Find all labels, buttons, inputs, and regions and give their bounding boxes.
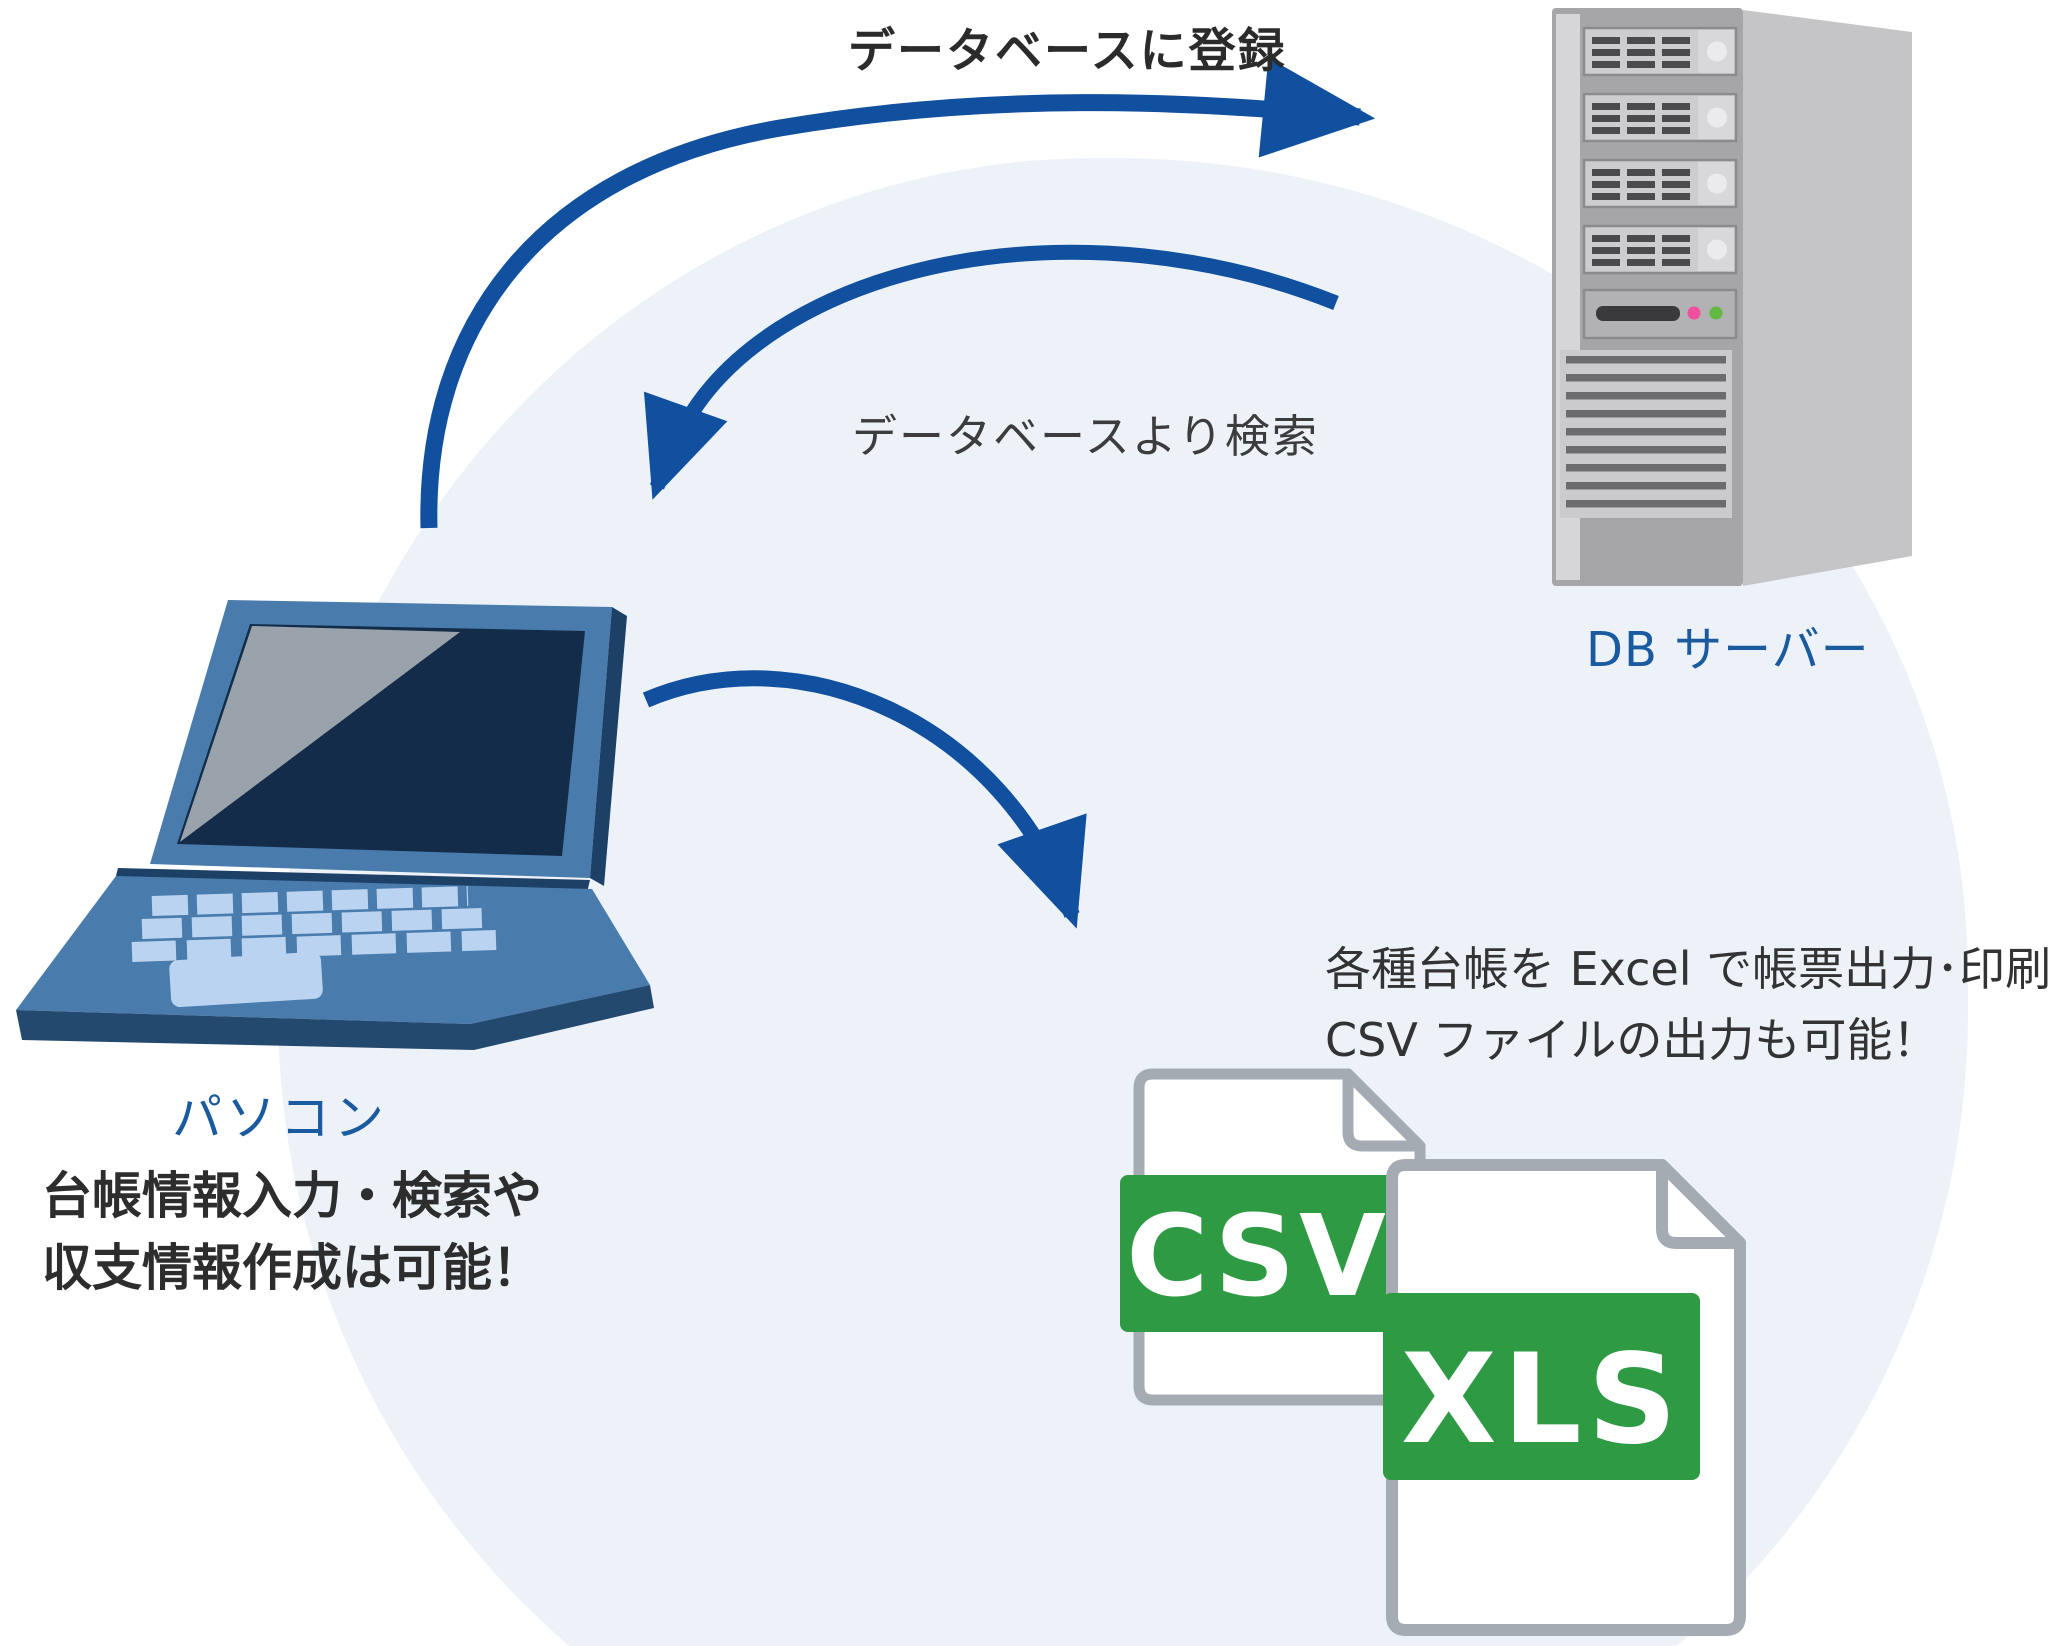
export-capability-note: 各種台帳を Excel で帳票出力･印刷 CSV ファイルの出力も可能！	[1325, 934, 2051, 1076]
server-led-pink	[1687, 306, 1701, 320]
server-side-face	[1743, 10, 1912, 586]
pc-label: パソコン	[172, 1089, 388, 1147]
csv-file-icon: CSV	[1120, 1068, 1426, 1406]
server-control-panel	[1582, 288, 1738, 340]
laptop-trackpad	[169, 951, 323, 1008]
register-arrow	[420, 57, 1376, 529]
pc-capability-note: 台帳情報入力・検索や 収支情報作成は可能！	[42, 1160, 542, 1304]
laptop-screen-reflection	[180, 626, 460, 842]
db-server-label: DB サーバー	[1586, 622, 1870, 678]
laptop-icon	[16, 600, 654, 1050]
csv-badge: CSV	[1126, 1192, 1390, 1322]
pc-capability-line2: 収支情報作成は可能！	[42, 1239, 542, 1297]
export-capability-line2: CSV ファイルの出力も可能！	[1325, 1013, 1939, 1067]
export-capability-line1: 各種台帳を Excel で帳票出力･印刷	[1325, 942, 2052, 996]
xls-badge: XLS	[1401, 1328, 1683, 1472]
xls-file-icon: XLS	[1383, 1159, 1746, 1636]
pc-capability-line1: 台帳情報入力・検索や	[42, 1167, 542, 1225]
search-arrow	[643, 244, 1339, 500]
register-arrow-label: データベースに登録	[848, 24, 1287, 79]
server-led-green	[1709, 306, 1723, 320]
export-arrow	[642, 670, 1087, 929]
laptop-keyboard	[131, 886, 497, 962]
server-vent-slats	[1560, 350, 1732, 518]
export-files-illustration: CSV XLS	[1120, 1068, 1746, 1636]
db-server-icon	[1552, 8, 1912, 586]
search-arrow-label: データベースより検索	[852, 410, 1319, 463]
